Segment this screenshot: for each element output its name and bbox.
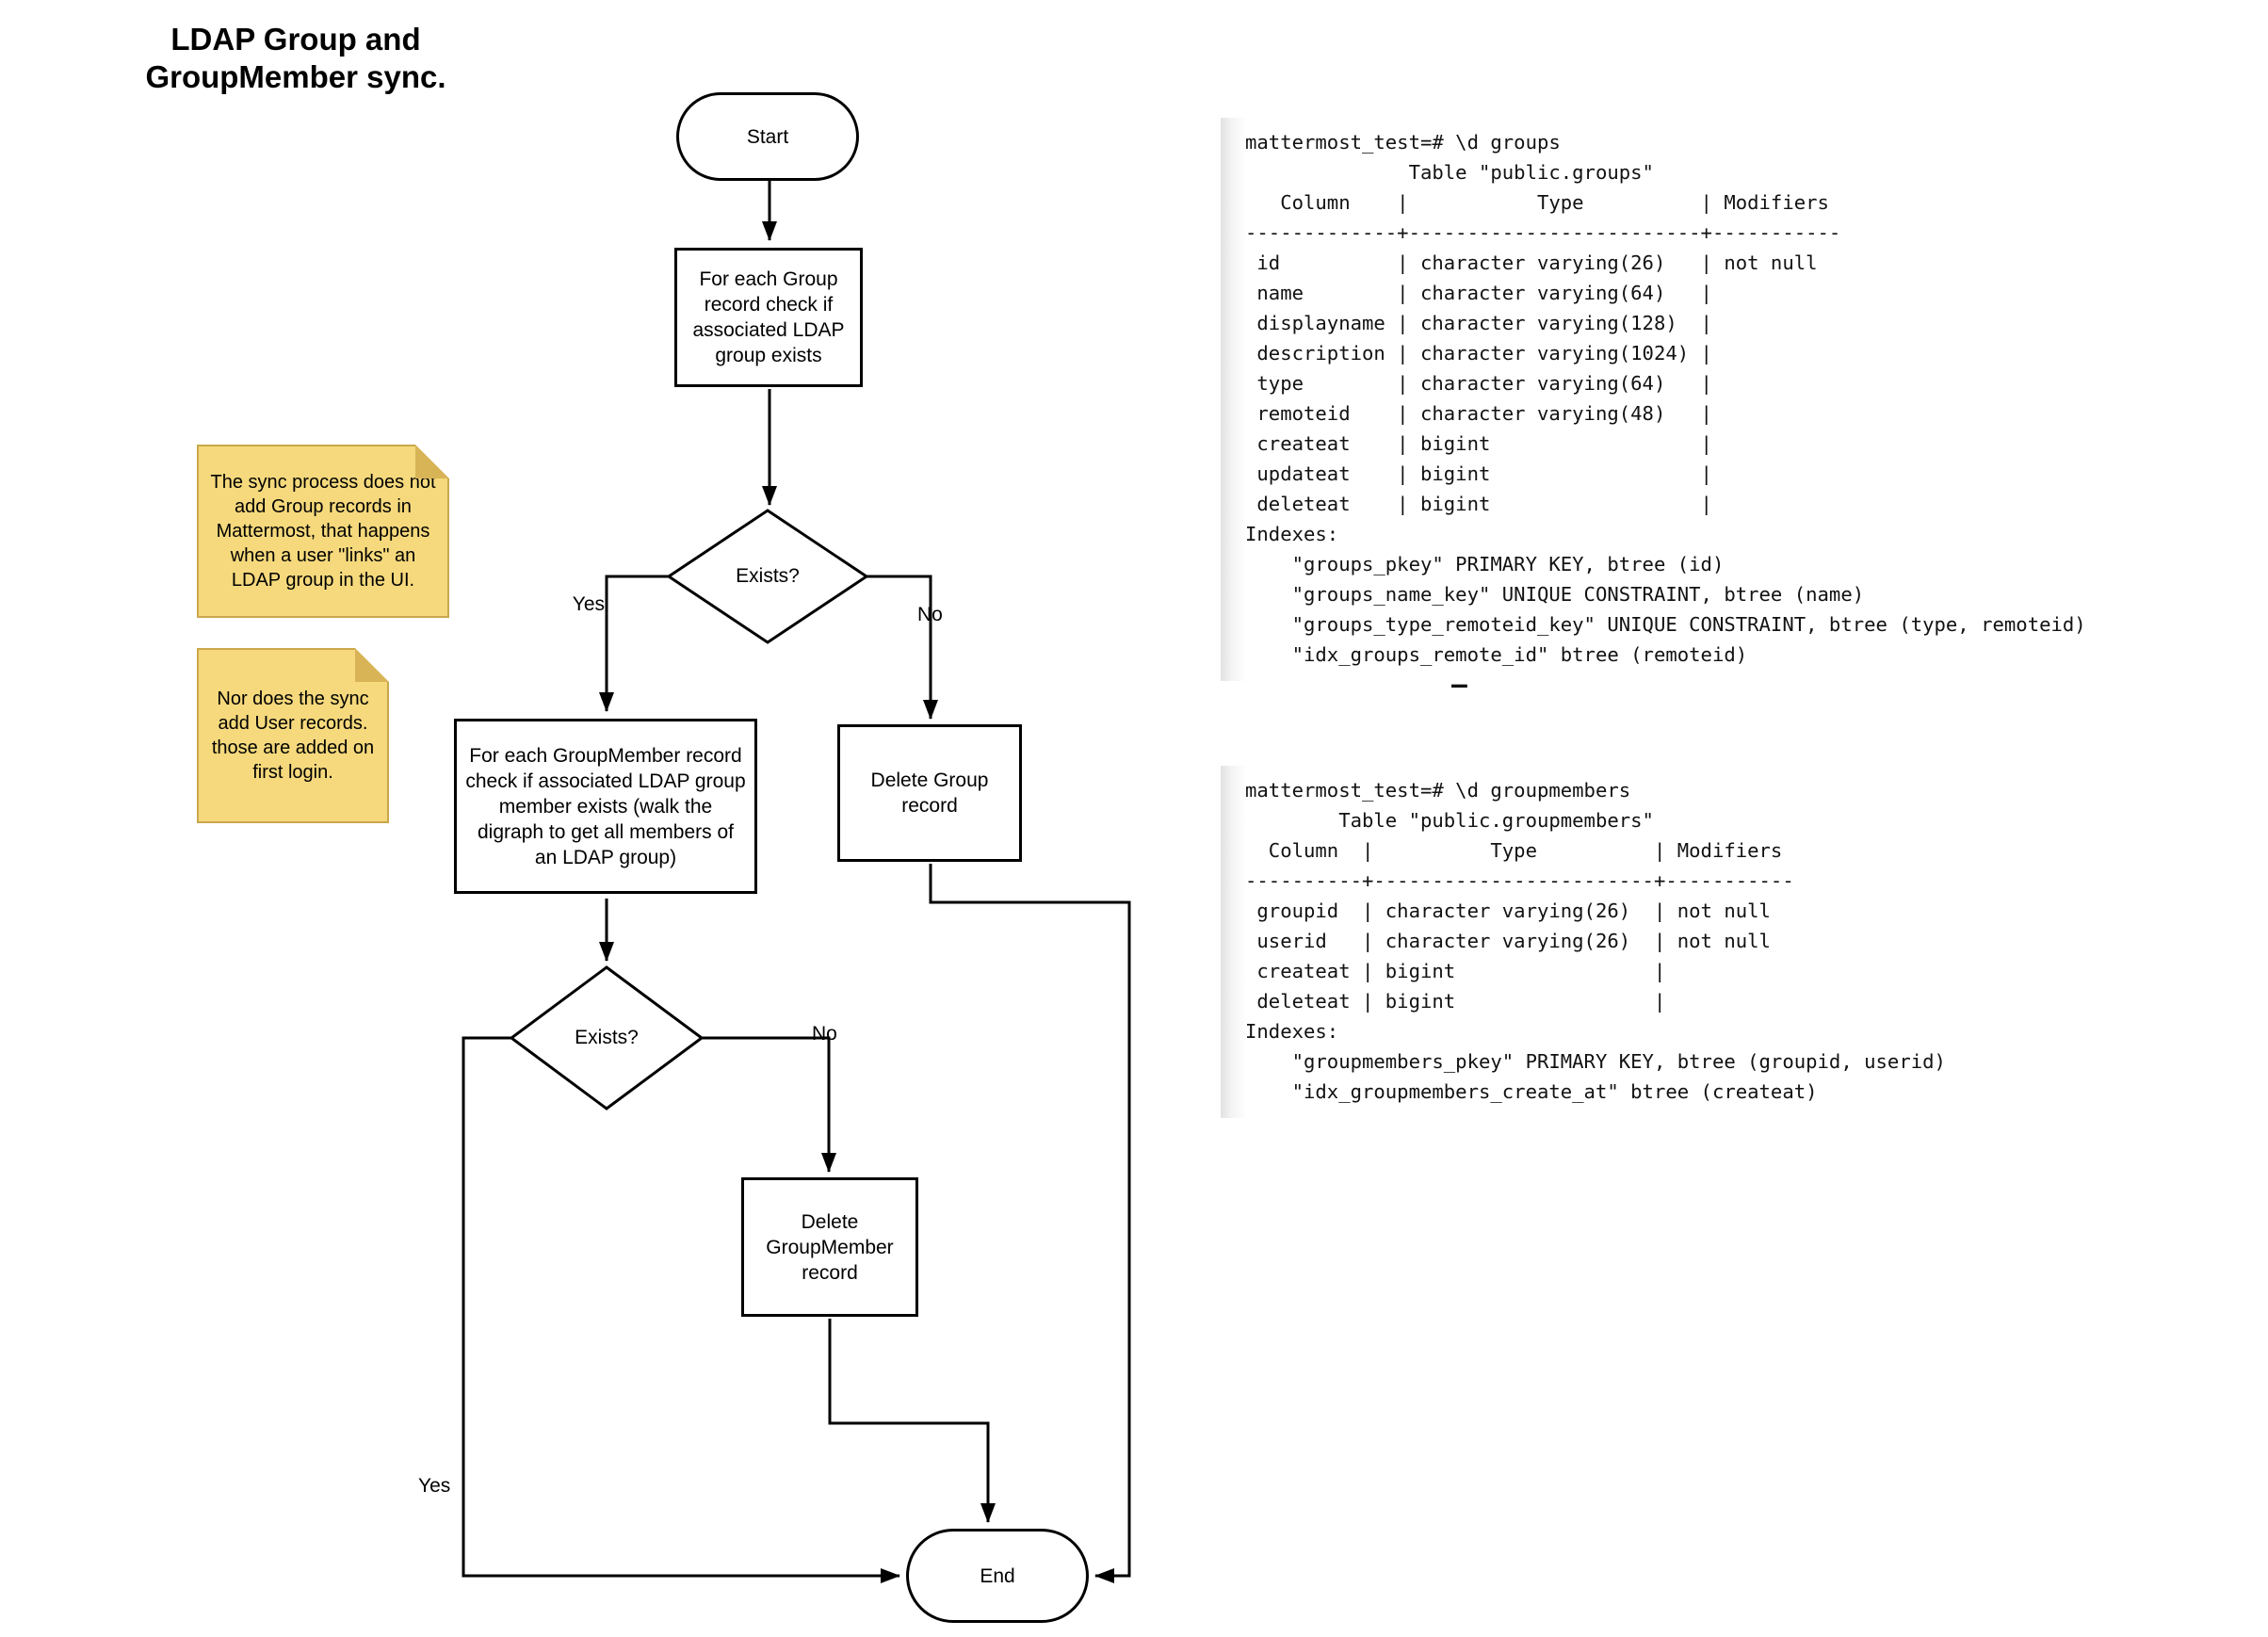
delete-groupmember-text: Delete GroupMember record xyxy=(766,1210,894,1284)
check-groupmember-step: For each GroupMember record check if ass… xyxy=(454,719,757,894)
member-yes-edge-label: Yes xyxy=(418,1475,451,1497)
sticky-note-user-sync-text: Nor does the sync add User records. thos… xyxy=(211,689,375,783)
page-title-line1: LDAP Group and xyxy=(170,22,421,57)
connector-delete-member-to-end xyxy=(828,1319,996,1523)
connector-delete-group-to-end xyxy=(929,864,1131,1583)
group-yes-edge-label: Yes xyxy=(572,593,605,615)
member-no-edge-label: No xyxy=(812,1023,837,1045)
check-group-step: For each Group record check if associate… xyxy=(674,248,863,387)
start-node: Start xyxy=(676,92,859,181)
page-title-line2: GroupMember sync. xyxy=(145,59,446,94)
psql-groupmembers-table-output: mattermost_test=# \d groupmembers Table … xyxy=(1221,765,1967,1118)
member-exists-decision-label: Exists? xyxy=(575,1027,639,1048)
group-exists-diamond xyxy=(666,509,869,644)
delete-groupmember-step: Delete GroupMember record xyxy=(741,1177,918,1317)
delete-group-step: Delete Group record xyxy=(837,724,1022,862)
terminal-cursor-dash: – xyxy=(1451,669,1467,700)
start-label: Start xyxy=(746,125,789,148)
sticky-note-group-sync: The sync process does not add Group reco… xyxy=(197,445,449,618)
group-exists-decision-label: Exists? xyxy=(736,565,800,587)
group-no-edge-label: No xyxy=(917,604,943,625)
sticky-note-group-sync-text: The sync process does not add Group reco… xyxy=(210,472,436,591)
connector-decision2-yes-to-end xyxy=(462,1036,900,1583)
check-groupmember-text: For each GroupMember record check if ass… xyxy=(465,744,746,868)
psql-groups-table-output: mattermost_test=# \d groups Table "publi… xyxy=(1221,117,2107,681)
end-node: End xyxy=(906,1529,1089,1623)
end-label: End xyxy=(980,1564,1015,1587)
member-exists-diamond xyxy=(509,965,705,1110)
connector-decision-yes-to-check-member xyxy=(599,575,669,712)
delete-group-text: Delete Group record xyxy=(870,770,989,817)
check-group-text: For each Group record check if associate… xyxy=(692,268,845,366)
connector-decision-no-to-delete-group xyxy=(867,575,938,720)
page-title: LDAP Group and GroupMember sync. xyxy=(111,21,480,96)
connector-decision2-no-to-delete-member xyxy=(702,1036,836,1173)
sticky-note-user-sync: Nor does the sync add User records. thos… xyxy=(197,648,389,823)
